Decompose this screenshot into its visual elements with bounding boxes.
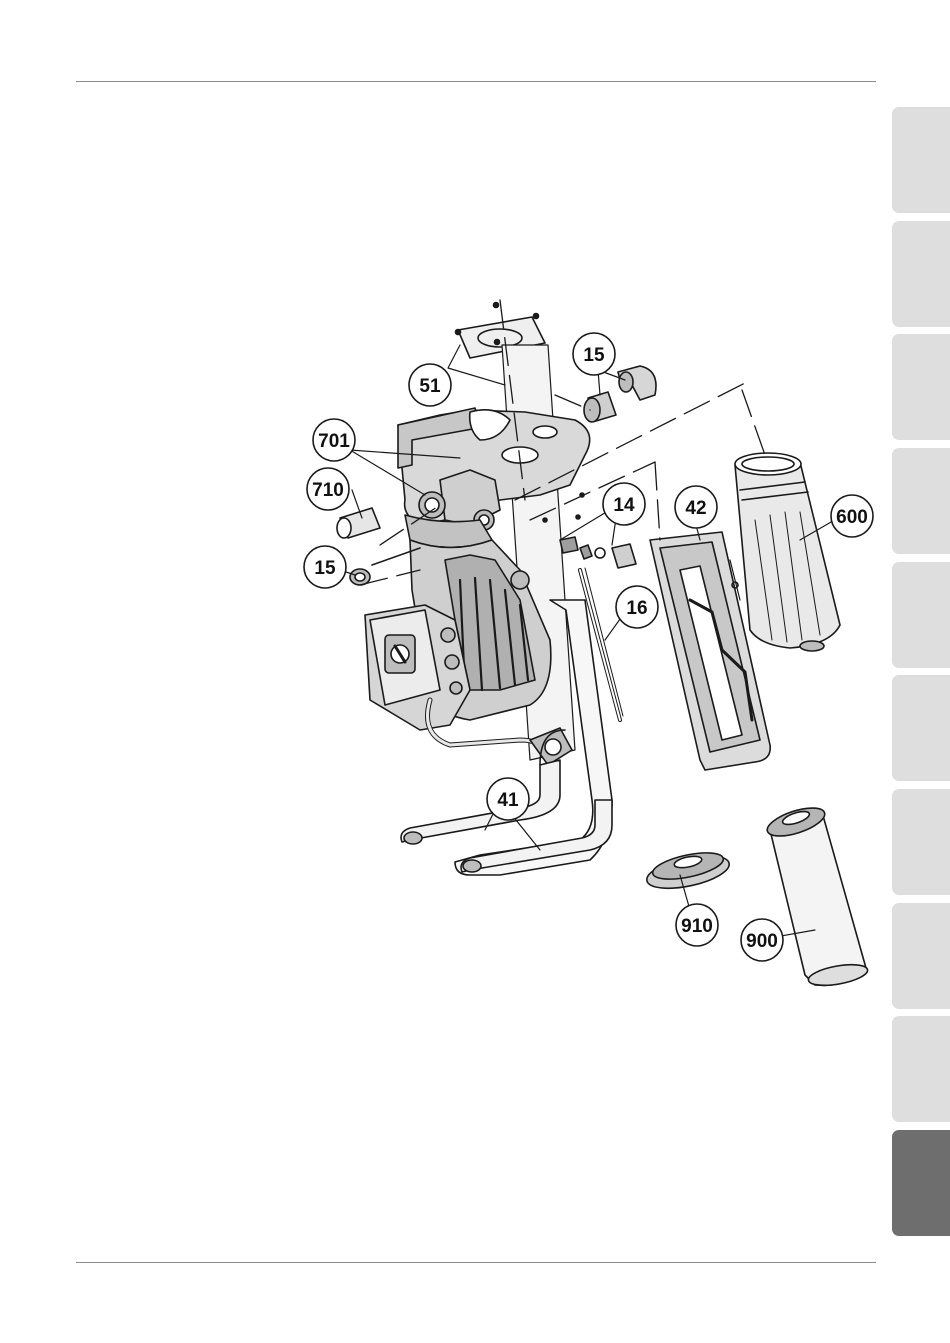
callout-600: 600	[831, 495, 873, 537]
svg-text:910: 910	[681, 916, 713, 937]
callout-710: 710	[307, 468, 349, 510]
callout-15-plug: 15	[304, 546, 346, 588]
filter-bowl-part	[735, 453, 840, 651]
svg-text:41: 41	[497, 790, 519, 811]
callout-14: 14	[603, 483, 645, 525]
svg-text:15: 15	[314, 558, 336, 579]
callout-16: 16	[616, 586, 658, 628]
svg-text:42: 42	[685, 498, 706, 519]
drain-plug-part	[350, 548, 420, 585]
callout-15-fitting: 15	[573, 333, 615, 375]
callout-51: 51	[409, 364, 451, 406]
svg-text:900: 900	[746, 931, 778, 952]
callout-701: 701	[313, 419, 355, 461]
pump-head-part	[398, 408, 590, 548]
svg-text:710: 710	[312, 480, 344, 501]
filter-cartridge-part	[764, 802, 869, 989]
svg-text:16: 16	[626, 598, 647, 619]
svg-text:15: 15	[583, 345, 605, 366]
callout-41: 41	[487, 778, 529, 820]
callout-42: 42	[675, 486, 717, 528]
callout-900: 900	[741, 919, 783, 961]
svg-text:600: 600	[836, 507, 868, 528]
filter-ring-part	[644, 848, 732, 895]
svg-text:701: 701	[318, 431, 350, 452]
callout-910: 910	[676, 904, 718, 946]
svg-text:51: 51	[419, 376, 441, 397]
nipple-part	[337, 508, 380, 538]
svg-text:14: 14	[613, 495, 635, 516]
